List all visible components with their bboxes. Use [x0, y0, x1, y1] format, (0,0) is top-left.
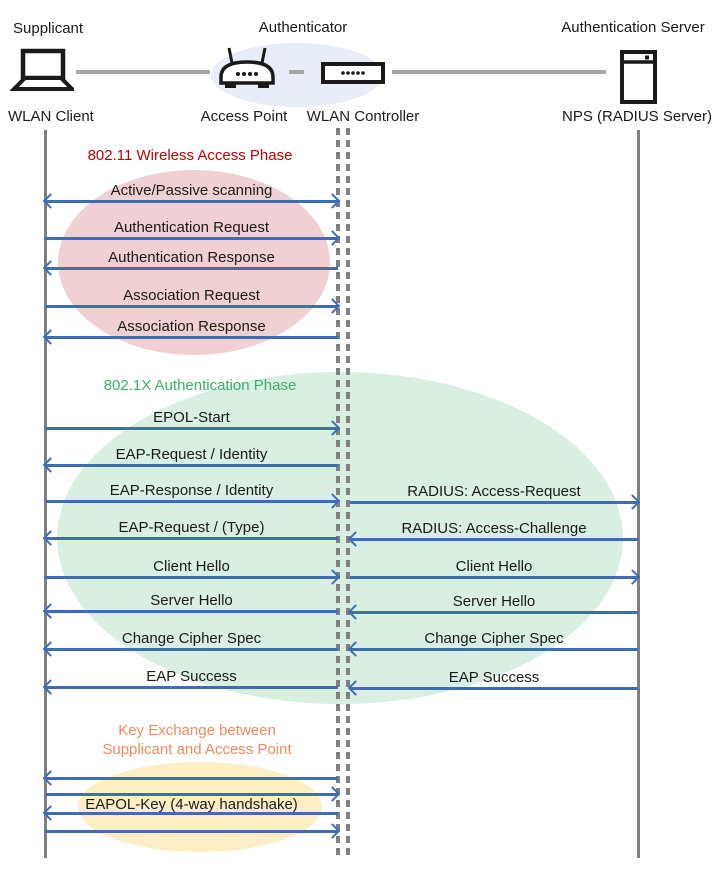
message-row-eapol-key: EAPOL-Key (4-way handshake) [45, 796, 338, 815]
message-label: Association Request [123, 287, 260, 304]
laptop-icon [10, 48, 74, 94]
arrow-left-icon [350, 611, 638, 614]
phase3-title-line2: Supplicant and Access Point [102, 741, 292, 758]
arrow-right-icon [350, 501, 638, 504]
lifeline-authenticator-dash-1 [336, 128, 340, 858]
arrow-right-icon [45, 576, 338, 579]
arrow-left-icon [45, 464, 338, 467]
message-row-client-hello-left: Client Hello [45, 558, 338, 579]
message-label: Active/Passive scanning [110, 182, 273, 199]
connector-line [392, 70, 606, 74]
message-label: Authentication Response [108, 249, 275, 266]
connector-line [76, 70, 210, 74]
arrow-right-icon [350, 576, 638, 579]
message-row-server-hello-left: Server Hello [45, 592, 338, 613]
message-row-handshake-2 [45, 793, 338, 796]
message-row-assoc-response: Association Response [45, 318, 338, 339]
device-label-nps: NPS (RADIUS Server) [561, 108, 713, 125]
arrow-both-icon [45, 200, 338, 203]
message-row-radius-access-challenge: RADIUS: Access-Challenge [350, 520, 638, 541]
message-label: EAP-Request / (Type) [118, 519, 265, 536]
lifeline-authenticator-dash-2 [346, 128, 350, 858]
message-row-assoc-request: Association Request [45, 287, 338, 308]
message-row-handshake-1 [45, 777, 338, 780]
message-label: Server Hello [452, 593, 536, 610]
wireless-router-icon [217, 46, 277, 90]
message-label: RADIUS: Access-Challenge [401, 520, 587, 537]
arrow-left-icon [350, 538, 638, 541]
message-row-epol-start: EPOL-Start [45, 409, 338, 430]
device-label-access-point: Access Point [200, 108, 288, 125]
message-row-change-cipher-left: Change Cipher Spec [45, 630, 338, 651]
message-label: EAP Success [146, 668, 237, 685]
lifeline-auth-server [637, 130, 640, 858]
message-label: Change Cipher Spec [121, 630, 262, 647]
message-row-handshake-4 [45, 830, 338, 833]
arrow-left-icon [45, 777, 338, 780]
arrow-left-icon [45, 812, 338, 815]
arrow-right-icon [45, 305, 338, 308]
switch-icon [321, 62, 385, 84]
arrow-left-icon [45, 267, 338, 270]
device-label-wlan-controller: WLAN Controller [306, 108, 420, 125]
arrow-right-icon [45, 793, 338, 796]
message-row-eap-request-identity: EAP-Request / Identity [45, 446, 338, 467]
message-label: EAP-Response / Identity [109, 482, 274, 499]
message-row-client-hello-right: Client Hello [350, 558, 638, 579]
message-row-eap-response-identity: EAP-Response / Identity [45, 482, 338, 503]
arrow-left-icon [45, 537, 338, 540]
message-row-auth-response: Authentication Response [45, 249, 338, 270]
arrow-right-icon [45, 237, 338, 240]
arrow-left-icon [350, 648, 638, 651]
message-label: EPOL-Start [153, 409, 230, 426]
message-row-radius-access-request: RADIUS: Access-Request [350, 483, 638, 504]
message-row-server-hello-right: Server Hello [350, 593, 638, 614]
lifeline-supplicant [44, 130, 47, 858]
message-label: Client Hello [455, 558, 533, 575]
arrow-left-icon [45, 336, 338, 339]
message-row-change-cipher-right: Change Cipher Spec [350, 630, 638, 651]
message-label: Client Hello [153, 558, 230, 575]
message-label: Association Response [117, 318, 266, 335]
message-label: EAP Success [448, 669, 540, 686]
arrow-left-icon [45, 686, 338, 689]
message-label: Change Cipher Spec [424, 630, 564, 647]
arrow-right-icon [45, 830, 338, 833]
message-row-scanning: Active/Passive scanning [45, 182, 338, 203]
server-icon [620, 50, 657, 104]
phase3-title-line1: Key Exchange between [118, 722, 276, 739]
message-label: Authentication Request [113, 219, 270, 236]
actor-role-auth-server: Authentication Server [561, 19, 705, 36]
message-label: EAP-Request / Identity [115, 446, 268, 463]
message-row-eap-request-type: EAP-Request / (Type) [45, 519, 338, 540]
actor-role-authenticator: Authenticator [258, 19, 348, 36]
message-label: RADIUS: Access-Request [407, 483, 581, 500]
message-row-eap-success-right: EAP Success [350, 669, 638, 690]
arrow-left-icon [350, 687, 638, 690]
phase1-title: 802.11 Wireless Access Phase [87, 147, 293, 164]
arrow-right-icon [45, 500, 338, 503]
phase2-title: 802.1X Authentication Phase [103, 377, 297, 394]
message-label: Server Hello [150, 592, 233, 609]
device-label-wlan-client: WLAN Client [8, 108, 94, 125]
arrow-right-icon [45, 427, 338, 430]
message-label: EAPOL-Key (4-way handshake) [85, 796, 298, 813]
arrow-left-icon [45, 610, 338, 613]
actor-role-supplicant: Supplicant [13, 20, 84, 37]
message-row-auth-request: Authentication Request [45, 219, 338, 240]
connector-line [289, 70, 304, 74]
arrow-left-icon [45, 648, 338, 651]
message-row-eap-success-left: EAP Success [45, 668, 338, 689]
